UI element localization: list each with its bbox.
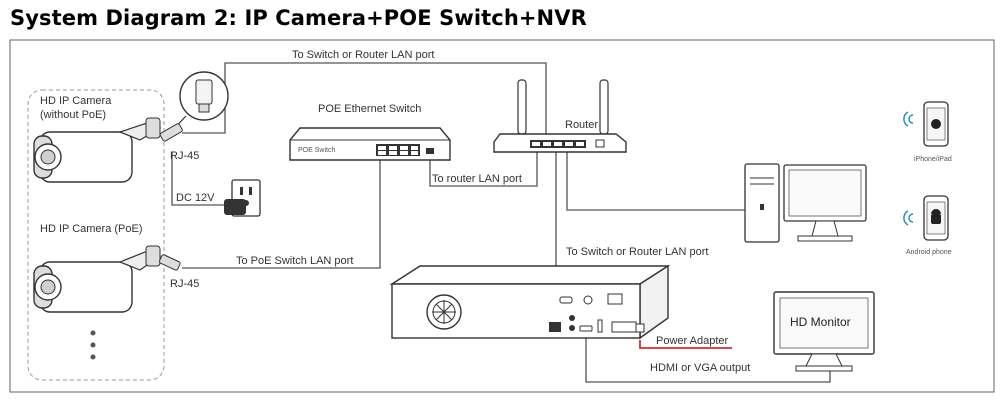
camera-1 [33, 117, 162, 183]
dc12v-label: DC 12V [176, 192, 215, 204]
hdmi-vga-label: HDMI or VGA output [650, 362, 750, 374]
diagram-frame [9, 39, 995, 393]
power-adapter-label: Power Adapter [656, 335, 728, 347]
rj45-label-top: RJ-45 [170, 150, 199, 162]
poe-switch-model-label: POE Switch [298, 147, 335, 154]
rj45-plug-icon [159, 71, 229, 142]
router-label: Router [565, 119, 598, 131]
wire-switch-to-cam2 [182, 158, 381, 269]
iphone-icon [903, 101, 949, 147]
diagram-title: System Diagram 2: IP Camera+POE Switch+N… [10, 6, 587, 30]
wire-label-to-poe-switch-lan: To PoE Switch LAN port [236, 255, 353, 267]
router [493, 79, 627, 153]
nvr-recorder [389, 264, 671, 340]
wire-dc12v [171, 152, 228, 206]
wire-cam1-to-router [182, 62, 547, 140]
poe-switch [289, 127, 451, 161]
wire-label-to-router-lan: To router LAN port [432, 173, 522, 185]
android-label: Android phone [906, 249, 952, 256]
camera-1-label-line1: HD IP Camera [40, 95, 112, 107]
camera-2-label: HD IP Camera (PoE) [40, 223, 143, 235]
camera-2 [33, 245, 181, 313]
poe-switch-label: POE Ethernet Switch [318, 103, 421, 115]
hd-monitor-label: HD Monitor [790, 315, 851, 329]
wire-power-adapter [639, 340, 732, 349]
desktop-pc-icon [744, 163, 867, 243]
android-phone-icon [903, 195, 949, 241]
more-cameras-dots [90, 330, 96, 360]
iphone-label: iPhone/iPad [914, 156, 952, 163]
rj45-label-bottom: RJ-45 [170, 278, 199, 290]
wire-switch-to-router [429, 140, 538, 187]
wire-label-to-switch-router-top: To Switch or Router LAN port [292, 49, 434, 61]
dc-adapter-icon [224, 199, 246, 215]
wire-label-to-switch-router-mid: To Switch or Router LAN port [566, 246, 708, 258]
hd-monitor-icon [773, 291, 875, 372]
wire-nvr-to-monitor [585, 330, 831, 383]
camera-group-box [27, 89, 165, 381]
camera-1-label-line2: (without PoE) [40, 109, 106, 121]
wire-router-to-pc [566, 140, 745, 211]
